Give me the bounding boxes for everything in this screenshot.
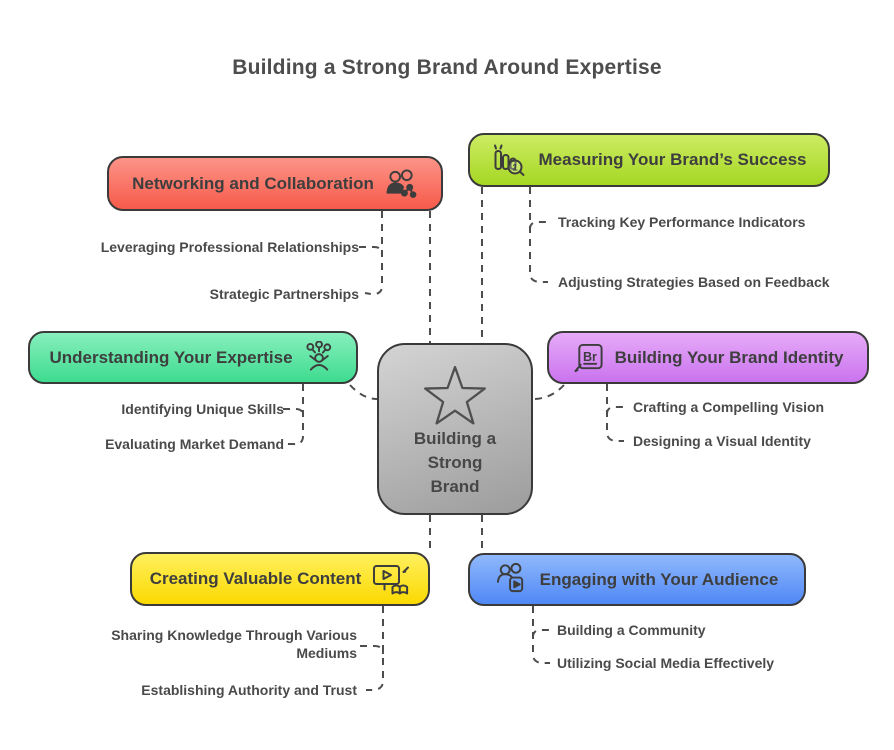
- edge-understanding-spine: [287, 384, 304, 446]
- edge-identity-stub: [606, 406, 628, 415]
- sub-item-identifying-unique-skills: Identifying Unique Skills: [121, 401, 284, 417]
- edge-understanding-to-center: [349, 384, 378, 400]
- sub-item-tracking-key-performance-indicators: Tracking Key Performance Indicators: [558, 214, 806, 230]
- sub-item-evaluating-market-demand: Evaluating Market Demand: [105, 436, 284, 452]
- edge-engaging-stub: [532, 629, 553, 638]
- central-label-line: Building a: [413, 428, 497, 448]
- branch-understanding-your-expertise: Understanding Your Expertise: [28, 331, 358, 384]
- sub-item-leveraging-professional-relationships: Leveraging Professional Relationships: [100, 239, 359, 255]
- central-label-line: Brand: [430, 477, 480, 497]
- edge-networking-stub: [359, 246, 383, 255]
- branch-label: Networking and Collaboration: [132, 173, 374, 193]
- sub-item-crafting-a-compelling-vision: Crafting a Compelling Vision: [633, 399, 825, 415]
- branch-label: Creating Valuable Content: [149, 569, 362, 588]
- bar-chart-magnifier-icon: 1: [493, 144, 524, 176]
- people-network-icon: [386, 169, 417, 198]
- media-content-icon: [373, 565, 410, 595]
- branch-engaging-with-your-audience: Engaging with Your Audience: [468, 553, 806, 606]
- branch-creating-valuable-content: Creating Valuable Content: [130, 552, 430, 606]
- sub-item-building-a-community: Building a Community: [557, 622, 706, 638]
- branch-measuring-your-brands-success: 1 Measuring Your Brand’s Success: [468, 133, 830, 187]
- edge-measuring-spine: [529, 187, 548, 283]
- branch-building-your-brand-identity: Br Building Your Brand Identity: [547, 331, 869, 384]
- edge-networking-spine: [364, 211, 383, 296]
- sub-item-sharing-knowledge-through-various-mediums: Sharing Knowledge Through Various Medium…: [111, 627, 357, 661]
- edge-content-spine: [366, 606, 384, 691]
- branch-label: Measuring Your Brand’s Success: [538, 150, 807, 169]
- edge-content-stub: [360, 645, 384, 655]
- edge-identity-spine: [606, 384, 624, 442]
- juggling-skills-icon: [305, 341, 331, 371]
- sub-item-adjusting-strategies-based-on-feedback: Adjusting Strategies Based on Feedback: [558, 274, 830, 290]
- brand-initials-text: Br: [583, 350, 597, 364]
- central-label-line: Strong: [427, 452, 483, 472]
- sub-item-designing-a-visual-identity: Designing a Visual Identity: [633, 433, 811, 449]
- central-node-building-a-strong-brand: Building a Strong Brand: [377, 343, 533, 515]
- branch-label: Understanding Your Expertise: [49, 347, 293, 367]
- edge-engaging-spine: [532, 606, 550, 664]
- branch-networking-and-collaboration: Networking and Collaboration: [107, 156, 443, 211]
- edge-understanding-stub: [283, 408, 304, 417]
- branch-label: Building Your Brand Identity: [614, 347, 844, 367]
- star-icon: [424, 365, 486, 425]
- diagram-title: Building a Strong Brand Around Expertise: [232, 56, 662, 79]
- brand-initials-icon: Br: [574, 343, 603, 373]
- magnifier-number: 1: [512, 162, 518, 173]
- edge-identity-to-center: [532, 384, 565, 400]
- edge-measuring-stub: [529, 221, 550, 230]
- sub-item-utilizing-social-media-effectively: Utilizing Social Media Effectively: [557, 655, 775, 671]
- branch-label: Engaging with Your Audience: [539, 569, 779, 589]
- sub-item-strategic-partnerships: Strategic Partnerships: [209, 286, 359, 302]
- audience-media-icon: [496, 563, 523, 593]
- sub-item-establishing-authority-and-trust: Establishing Authority and Trust: [141, 682, 357, 698]
